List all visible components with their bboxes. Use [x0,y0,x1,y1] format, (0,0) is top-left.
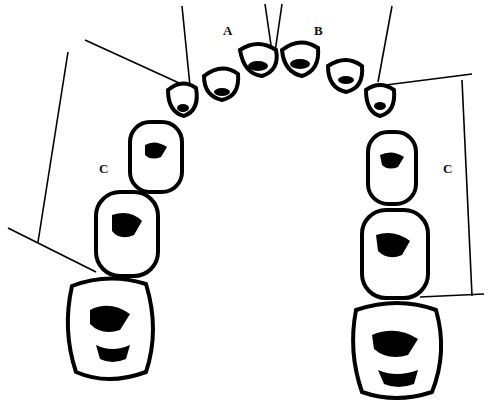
teeth [68,42,441,398]
segment-label: C [98,162,109,175]
segment-label: B [313,24,324,37]
segment-label: A [222,24,233,37]
tooth-shading [90,59,418,387]
segment-label: C [442,162,453,175]
measure-lines [8,4,484,297]
